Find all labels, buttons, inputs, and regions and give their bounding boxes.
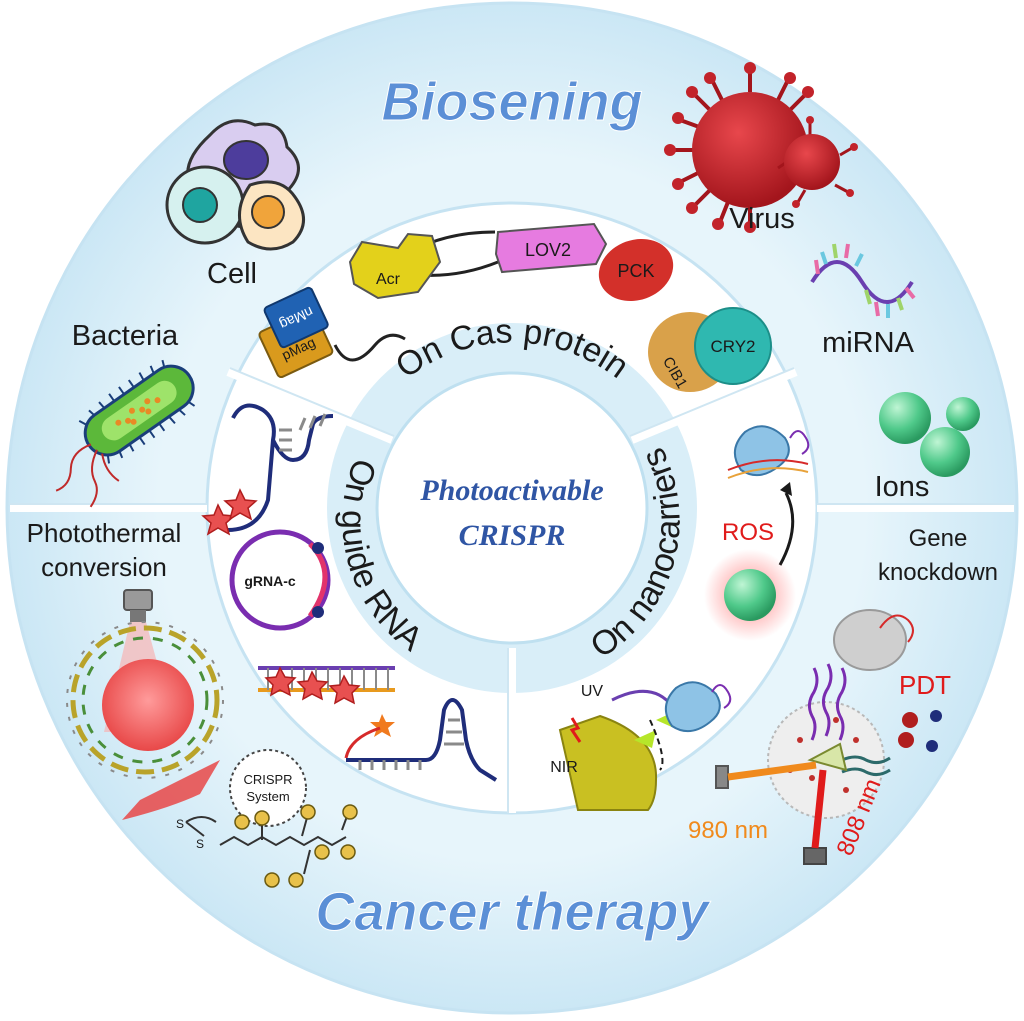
bacteria-icon [55, 359, 196, 508]
label-pdt: PDT [899, 670, 951, 700]
title-biosensing: Biosening [381, 72, 642, 132]
label-980nm: 980 nm [688, 817, 768, 844]
label-cry2: CRY2 [710, 337, 755, 356]
label-bacteria: Bacteria [72, 320, 179, 352]
label-gene-2: knockdown [878, 559, 998, 586]
label-lov2: LOV2 [525, 240, 571, 260]
label-gene-1: Gene [909, 525, 968, 552]
acr-shape [348, 232, 442, 300]
crispr-system-badge: CRISPR System [229, 749, 307, 827]
lov2-shape [494, 222, 608, 274]
cas-protein-group: Acr LOV2 PCK CIB1 CRY2 nMag pMag [258, 222, 772, 392]
label-s-1: S [176, 817, 184, 831]
label-uv: UV [581, 683, 604, 700]
center-title-line1: Photoactivable [419, 474, 603, 507]
label-ions: Ions [875, 471, 930, 503]
label-crispr: CRISPR [243, 772, 292, 787]
section-dividers [10, 368, 1014, 813]
photothermal-illustration: S S [66, 589, 224, 851]
polymer-chain [219, 804, 358, 888]
center-disk [375, 371, 649, 645]
label-system: System [246, 789, 289, 804]
label-nir: NIR [550, 759, 578, 776]
label-virus: Virus [729, 203, 795, 235]
pdt-illustration [715, 609, 942, 865]
label-mirna: miRNA [822, 327, 914, 359]
label-s-2: S [196, 837, 204, 851]
section-divider-edges [10, 367, 1014, 813]
cell-icon [165, 119, 305, 251]
label-photothermal-2: conversion [41, 552, 167, 582]
cry2-shape [694, 307, 772, 385]
nanocarriers-group: ROS UV NIR [550, 425, 810, 811]
label-pck: PCK [617, 261, 654, 281]
center-title-line2: CRISPR [459, 519, 566, 552]
label-grna-c: gRNA-c [244, 573, 296, 589]
label-acr: Acr [376, 271, 401, 288]
label-ros: ROS [722, 519, 774, 546]
label-cell: Cell [207, 258, 257, 290]
ions-icon [879, 392, 980, 477]
mirna-icon [810, 243, 916, 318]
title-cancer-therapy: Cancer therapy [315, 882, 711, 942]
guide-rna-group: gRNA-c [201, 403, 498, 782]
pck-shape [598, 238, 674, 302]
virus-icon [664, 62, 858, 233]
label-photothermal-1: Photothermal [27, 518, 182, 548]
